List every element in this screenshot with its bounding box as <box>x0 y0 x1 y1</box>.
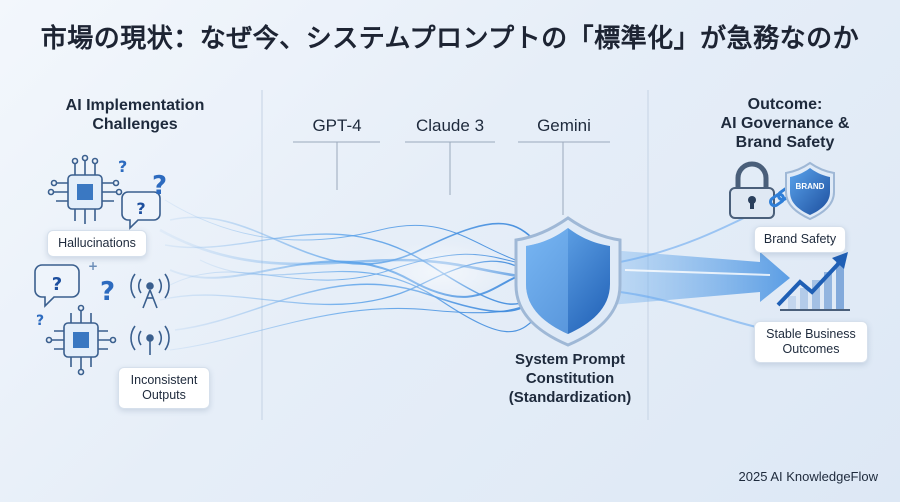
page-title: 市場の現状：なぜ今、システムプロンプトの「標準化」が急務なのか <box>40 24 860 54</box>
system-prompt-line1: System Prompt <box>514 351 626 368</box>
output-arrow <box>610 204 790 331</box>
inconsistent-outputs-card: Inconsistent Outputs <box>118 367 210 409</box>
right-heading-line2: AI Governance & <box>720 115 850 132</box>
inconsistent-outputs-line1: Inconsistent <box>130 373 198 387</box>
svg-text:?: ? <box>52 274 62 295</box>
brand-safety-card: Brand Safety <box>754 226 846 253</box>
speech-bubble-icon: ? <box>34 264 80 308</box>
chip-icon <box>47 154 123 224</box>
system-prompt-line2: Constitution <box>525 370 615 387</box>
stable-outcomes-card: Stable Business Outcomes <box>754 321 868 363</box>
brand-badge-label: BRAND <box>795 182 825 191</box>
system-prompt-label: System Prompt Constitution (Standardizat… <box>485 350 655 407</box>
svg-text:+: + <box>88 259 98 273</box>
right-heading-line3: Brand Safety <box>735 134 835 151</box>
model-connectors <box>293 141 610 215</box>
shield-icon <box>785 161 835 221</box>
svg-text:?: ? <box>100 277 115 307</box>
antenna-icon <box>130 273 170 309</box>
left-heading: AI Implementation Challenges <box>40 96 230 134</box>
question-icon: ? ? ? ? + <box>36 157 167 329</box>
lock-icon <box>729 161 775 219</box>
hallucinations-label: Hallucinations <box>58 236 136 250</box>
svg-text:?: ? <box>36 313 44 329</box>
footer-credit: 2025 AI KnowledgeFlow <box>738 469 878 484</box>
system-prompt-line3: (Standardization) <box>508 389 632 406</box>
brand-safety-label: Brand Safety <box>763 232 837 246</box>
chip-icon <box>45 304 117 376</box>
right-heading-line1: Outcome: <box>747 96 823 113</box>
inconsistent-outputs-line2: Outputs <box>142 388 186 402</box>
left-heading-line2: Challenges <box>92 116 178 133</box>
model-label-gpt4: GPT-4 <box>312 116 362 135</box>
antenna-icon <box>130 325 170 355</box>
stable-outcomes-line2: Outcomes <box>782 342 840 356</box>
stable-outcomes-line1: Stable Business <box>766 327 856 341</box>
right-heading: Outcome: AI Governance & Brand Safety <box>695 95 875 152</box>
svg-text:?: ? <box>136 199 145 218</box>
svg-text:?: ? <box>152 171 167 201</box>
speech-bubble-icon: ? <box>121 191 161 230</box>
left-heading-line1: AI Implementation <box>65 97 205 114</box>
shield-icon <box>514 216 622 347</box>
model-label-claude3: Claude 3 <box>415 116 485 135</box>
model-label-gemini: Gemini <box>537 116 591 135</box>
growth-chart-icon <box>776 252 850 311</box>
svg-text:?: ? <box>118 157 127 176</box>
hallucinations-card: Hallucinations <box>47 230 147 257</box>
